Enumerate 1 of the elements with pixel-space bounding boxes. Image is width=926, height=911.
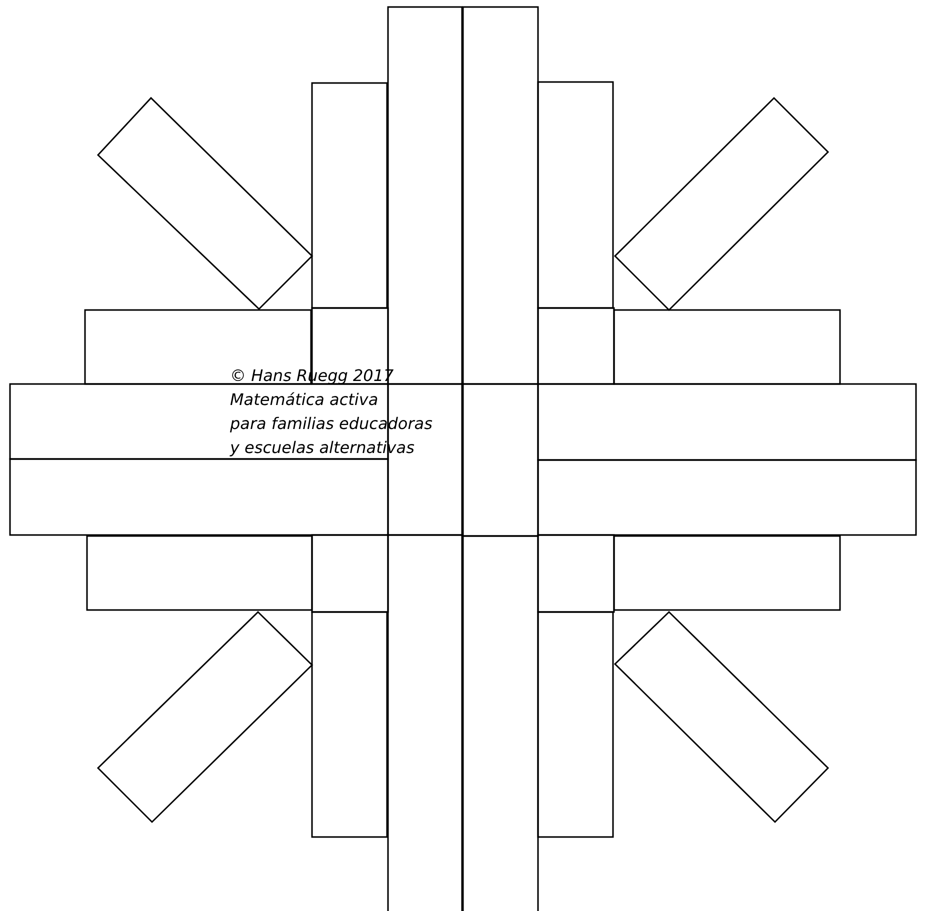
book-title-line: Matemática activa (230, 389, 378, 411)
